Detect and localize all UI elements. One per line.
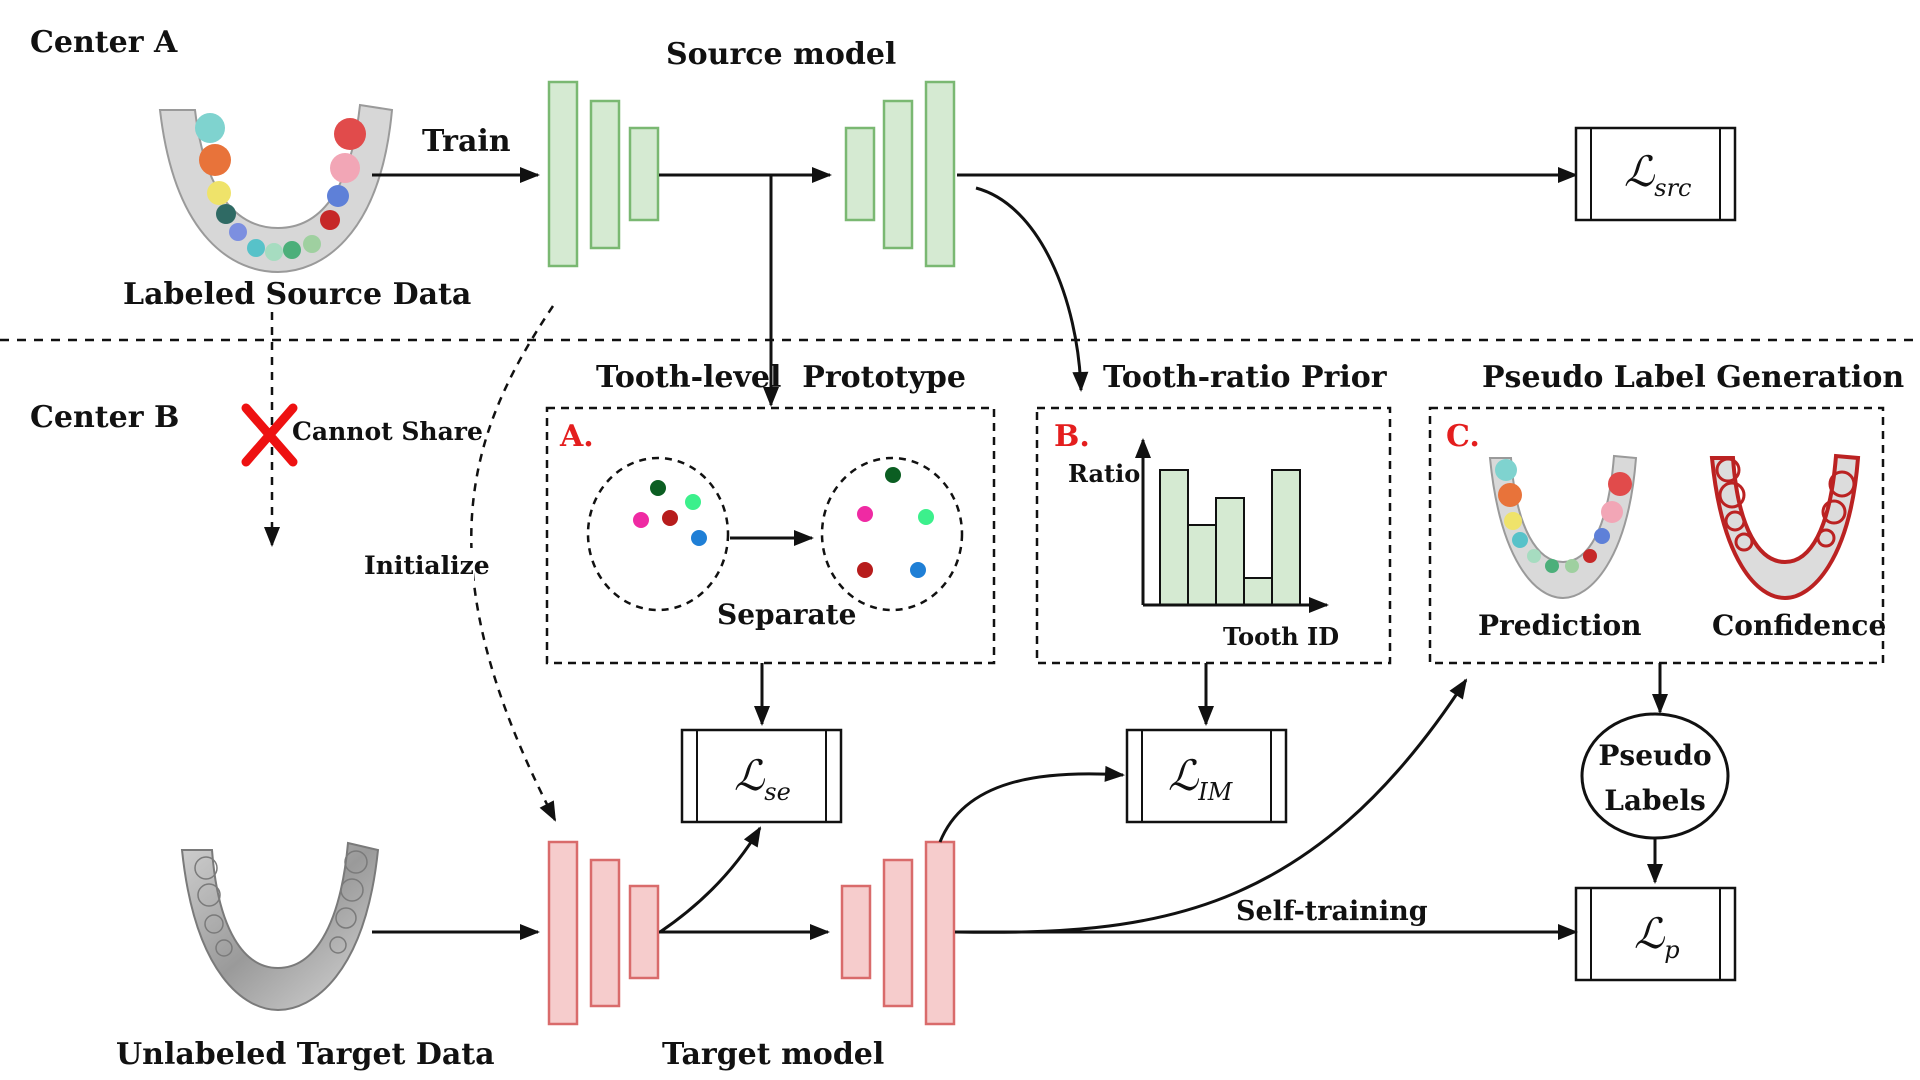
target-decoder — [840, 840, 956, 1026]
pseudo-labels-node: Pseudo Labels — [1580, 712, 1730, 840]
module-c-tag: C. — [1446, 419, 1480, 454]
target-dental-arch-image — [180, 841, 380, 1012]
loss-src-symbol: ℒ — [1624, 147, 1655, 196]
labeled-source-data-label: Labeled Source Data — [123, 277, 471, 312]
loss-se-box: ℒse — [680, 728, 843, 824]
pseudo-labels-line2: Labels — [1604, 784, 1706, 817]
target-encoder — [547, 840, 660, 1026]
cross-icon — [241, 403, 298, 467]
target-to-im-arrow — [938, 765, 1125, 843]
self-training-label: Self-training — [1236, 896, 1428, 927]
tooth-id-axis-label: Tooth ID — [1223, 622, 1339, 651]
train-label: Train — [422, 124, 511, 159]
module-a-tag: A. — [559, 419, 594, 454]
module-a-title: Tooth-level Prototype — [596, 360, 966, 395]
source-encoder — [547, 80, 660, 268]
pseudo-labels-line1: Pseudo — [1598, 739, 1711, 772]
loss-se-subscript: se — [764, 778, 791, 806]
prediction-dental-arch-image — [1488, 454, 1638, 600]
svg-text:ℒp: ℒp — [1634, 909, 1680, 964]
loss-src-subscript: src — [1654, 174, 1691, 202]
prediction-label: Prediction — [1478, 609, 1642, 642]
ratio-bar-chart — [1135, 438, 1329, 613]
cluster-before — [586, 456, 730, 612]
svg-text:ℒsrc: ℒsrc — [1624, 147, 1691, 202]
loss-src-box: ℒsrc — [1574, 126, 1737, 222]
svg-text:ℒse: ℒse — [734, 751, 791, 806]
center-b-label: Center B — [30, 400, 179, 435]
module-a-box — [545, 406, 996, 665]
cannot-share-label: Cannot Share — [292, 417, 483, 446]
initialize-label: Initialize — [364, 551, 490, 580]
module-c-box — [1428, 406, 1885, 665]
loss-im-symbol: ℒ — [1168, 751, 1199, 800]
center-a-label: Center A — [30, 25, 178, 60]
source-model-label: Source model — [666, 37, 896, 72]
loss-p-symbol: ℒ — [1634, 909, 1665, 958]
source-dental-arch-image — [158, 103, 394, 274]
loss-p-subscript: p — [1664, 936, 1679, 964]
loss-im-subscript: IM — [1197, 778, 1233, 806]
unlabeled-target-data-label: Unlabeled Target Data — [116, 1037, 495, 1072]
module-b-box — [1035, 406, 1392, 665]
loss-p-box: ℒp — [1574, 886, 1737, 982]
target-latent-to-se-arrow — [659, 826, 762, 934]
confidence-dental-arch-image — [1709, 453, 1861, 601]
confidence-label: Confidence — [1712, 609, 1886, 642]
loss-se-symbol: ℒ — [734, 751, 765, 800]
loss-im-box: ℒIM — [1125, 728, 1288, 824]
cluster-after — [820, 456, 964, 612]
ratio-axis-label: Ratio — [1068, 459, 1140, 488]
ratio-prior-arrow — [975, 186, 1089, 392]
source-decoder — [844, 80, 956, 268]
separate-label: Separate — [717, 598, 856, 631]
module-b-title: Tooth-ratio Prior — [1103, 360, 1388, 395]
module-c-title: Pseudo Label Generation — [1482, 360, 1904, 395]
svg-text:ℒIM: ℒIM — [1168, 751, 1234, 806]
module-b-tag: B. — [1054, 419, 1090, 454]
initialize-arrow — [470, 305, 557, 822]
target-model-label: Target model — [662, 1037, 884, 1072]
